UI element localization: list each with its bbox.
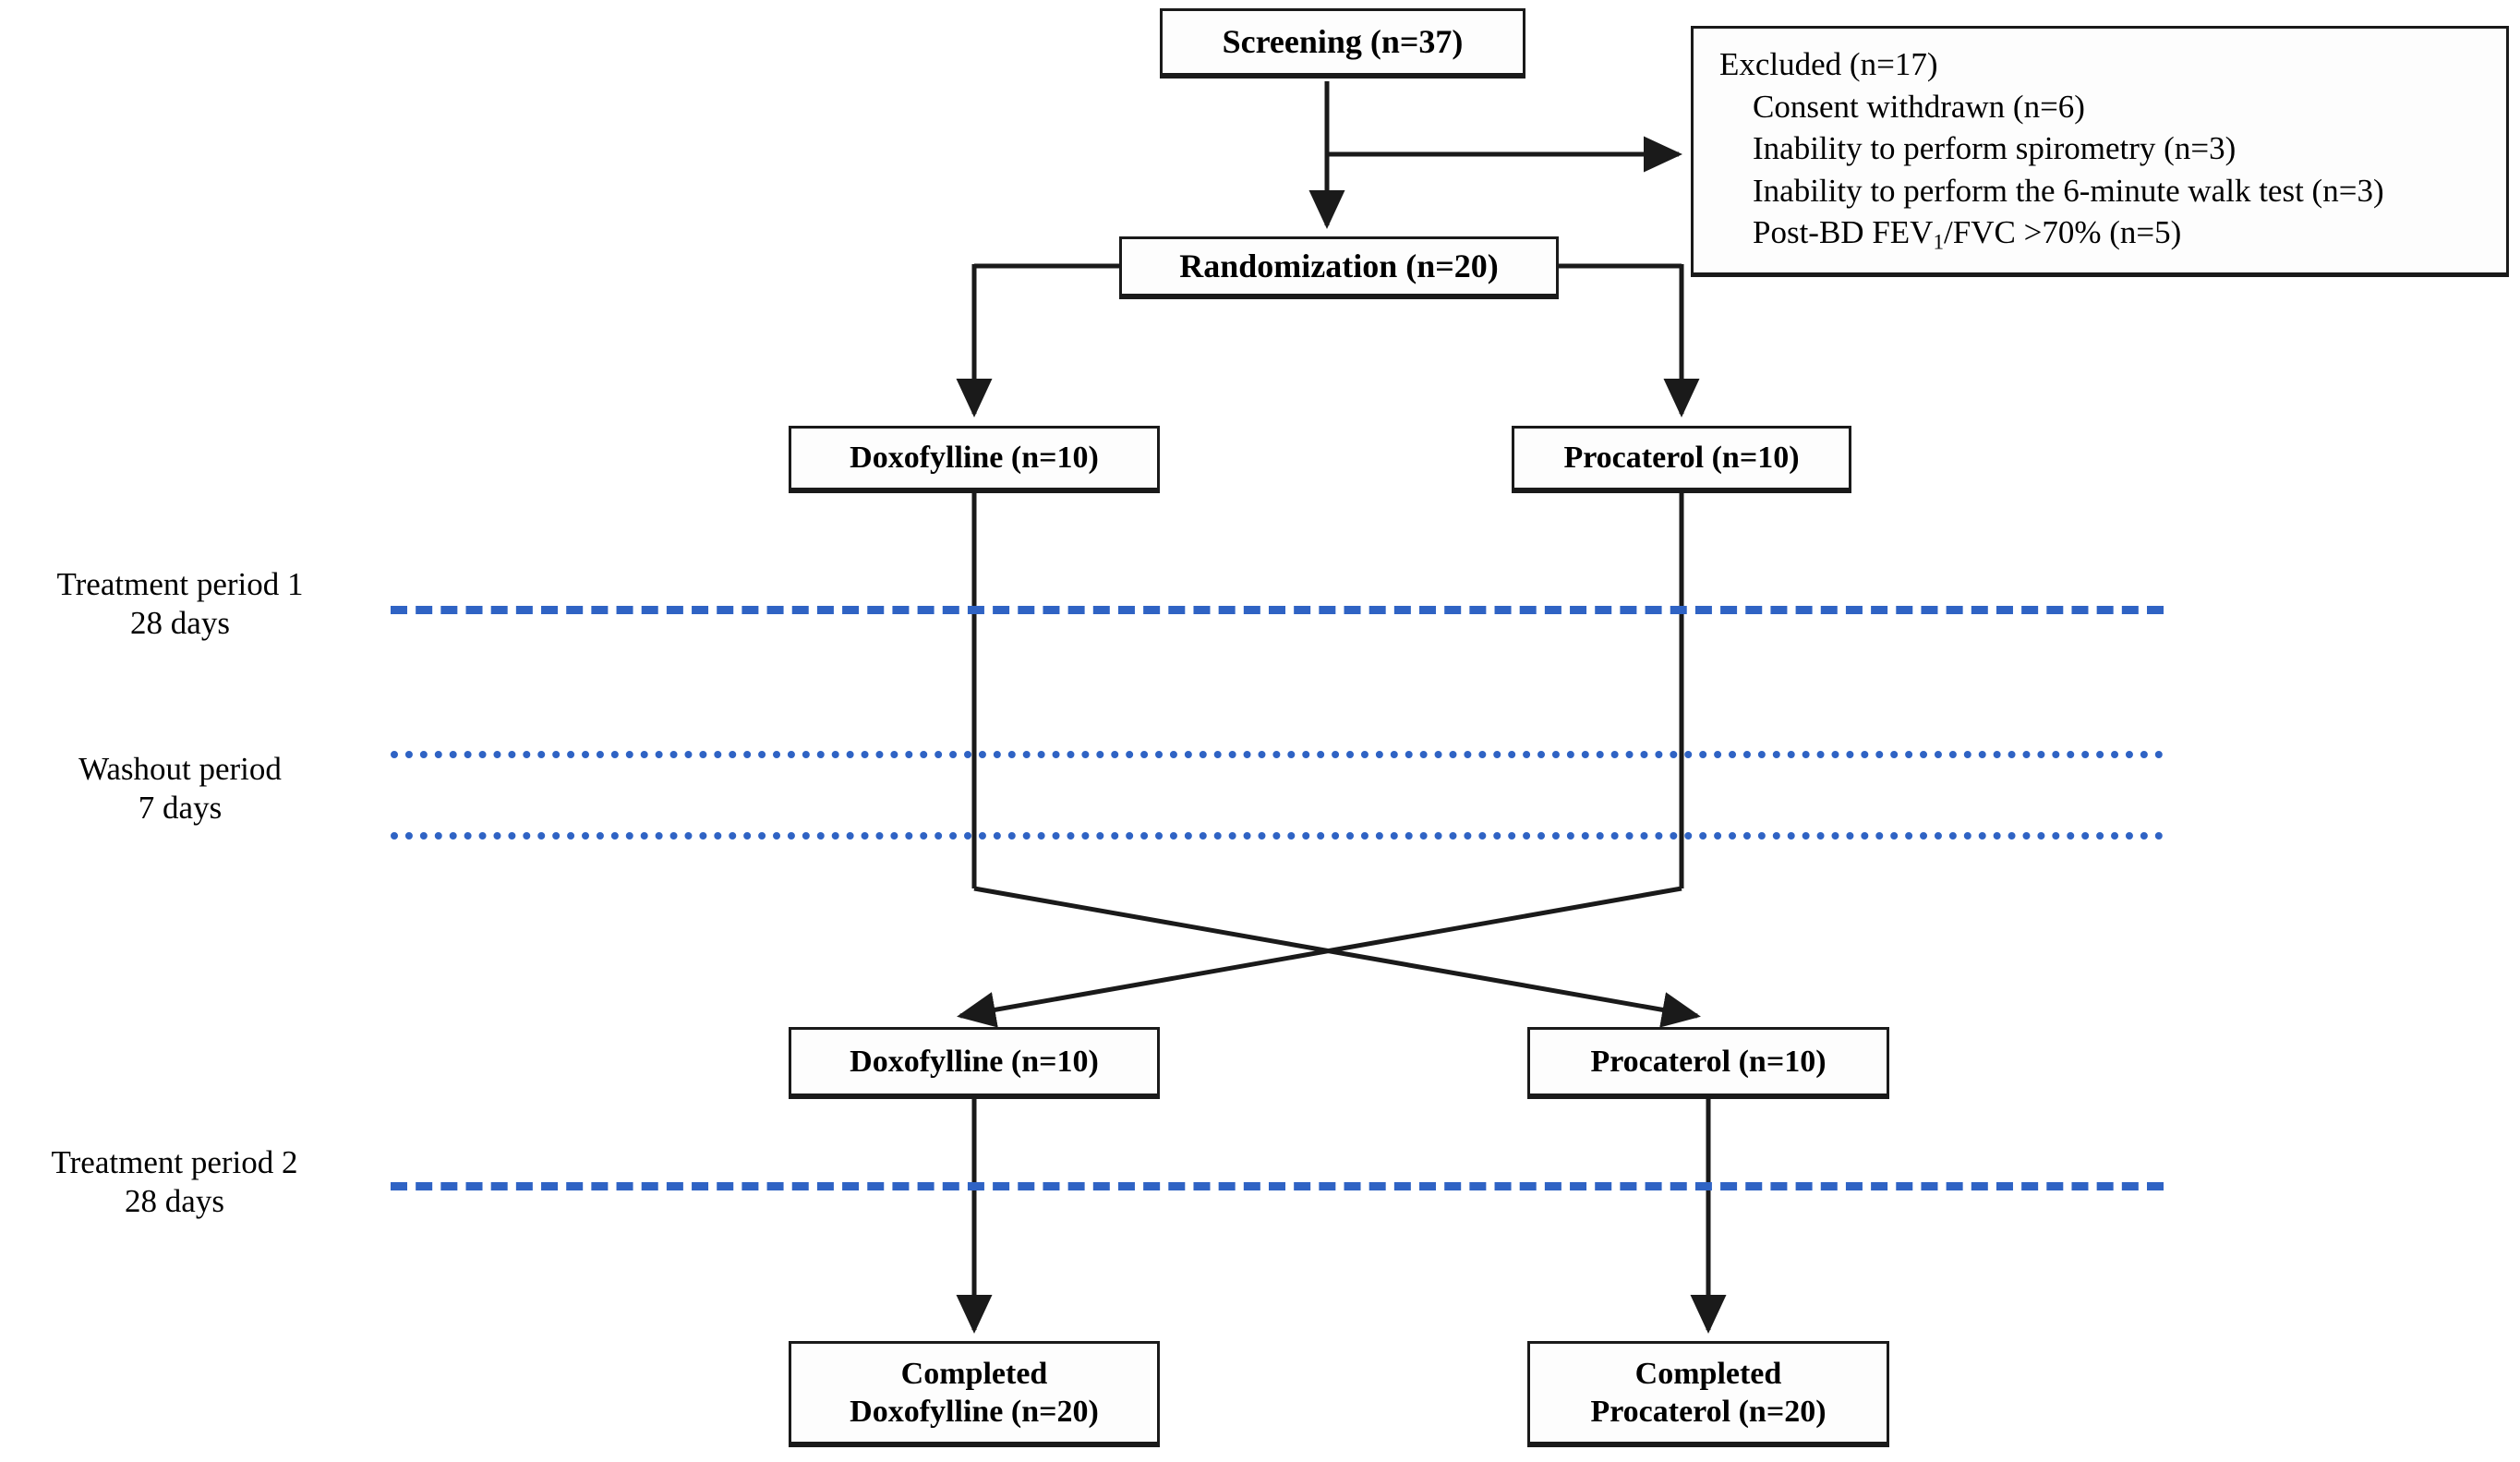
node-randomization: Randomization (n=20) xyxy=(1119,236,1559,299)
node-period2-doxofylline: Doxofylline (n=10) xyxy=(789,1027,1160,1099)
washout-period-label: Washout period 7 days xyxy=(9,750,351,828)
edge-crossover-dox1-to-pro2 xyxy=(973,886,1701,1028)
node-period1-procaterol: Procaterol (n=10) xyxy=(1512,426,1851,493)
node-completed-doxofylline-line2: Doxofylline (n=20) xyxy=(850,1395,1099,1429)
node-screening: Screening (n=37) xyxy=(1160,8,1525,79)
treatment-period-1-label: Treatment period 1 28 days xyxy=(9,565,351,643)
node-excluded: Excluded (n=17) Consent withdrawn (n=6) … xyxy=(1691,26,2509,277)
node-randomization-label: Randomization (n=20) xyxy=(1179,247,1499,284)
node-completed-procaterol-line2: Procaterol (n=20) xyxy=(1590,1395,1827,1429)
excluded-reason-fev-subscript: 1 xyxy=(1933,229,1945,254)
node-period1-procaterol-label: Procaterol (n=10) xyxy=(1563,441,1800,476)
excluded-reason-walk-test: Inability to perform the 6-minute walk t… xyxy=(1753,172,2384,209)
excluded-reason-consent-withdrawn: Consent withdrawn (n=6) xyxy=(1753,88,2085,125)
node-period1-doxofylline: Doxofylline (n=10) xyxy=(789,426,1160,493)
treatment-period-2-label: Treatment period 2 28 days xyxy=(4,1143,345,1221)
treatment-period-2-label-line2: 28 days xyxy=(125,1183,224,1219)
node-completed-doxofylline-line1: Completed xyxy=(900,1356,1048,1391)
treatment-period-2-label-line1: Treatment period 2 xyxy=(51,1144,298,1180)
washout-period-label-line2: 7 days xyxy=(138,790,223,826)
node-period2-procaterol: Procaterol (n=10) xyxy=(1527,1027,1889,1099)
washout-period-bottom-rule xyxy=(391,832,2164,840)
treatment-period-1-rule xyxy=(391,606,2164,614)
washout-period-top-rule xyxy=(391,751,2164,758)
excluded-heading: Excluded (n=17) xyxy=(1719,46,1938,82)
treatment-period-1-label-line2: 28 days xyxy=(130,605,230,641)
node-period2-doxofylline-label: Doxofylline (n=10) xyxy=(850,1044,1099,1079)
node-screening-label: Screening (n=37) xyxy=(1222,22,1464,60)
excluded-reason-spirometry: Inability to perform spirometry (n=3) xyxy=(1753,130,2237,166)
node-period2-procaterol-label: Procaterol (n=10) xyxy=(1590,1044,1827,1079)
edge-crossover-pro1-to-dox2 xyxy=(957,886,1682,1028)
node-period1-doxofylline-label: Doxofylline (n=10) xyxy=(850,441,1099,476)
excluded-reason-fev-suffix: /FVC >70% (n=5) xyxy=(1944,214,2182,250)
treatment-period-1-label-line1: Treatment period 1 xyxy=(56,566,304,602)
excluded-reason-fev-fvc: Post-BD FEV1/FVC >70% (n=5) xyxy=(1719,211,2506,255)
washout-period-label-line1: Washout period xyxy=(78,751,282,787)
excluded-reason-fev-prefix: Post-BD FEV xyxy=(1753,214,1934,250)
treatment-period-2-rule xyxy=(391,1182,2164,1190)
node-completed-procaterol: Completed Procaterol (n=20) xyxy=(1527,1341,1889,1447)
node-completed-doxofylline: Completed Doxofylline (n=20) xyxy=(789,1341,1160,1447)
node-completed-procaterol-line1: Completed xyxy=(1634,1356,1782,1391)
